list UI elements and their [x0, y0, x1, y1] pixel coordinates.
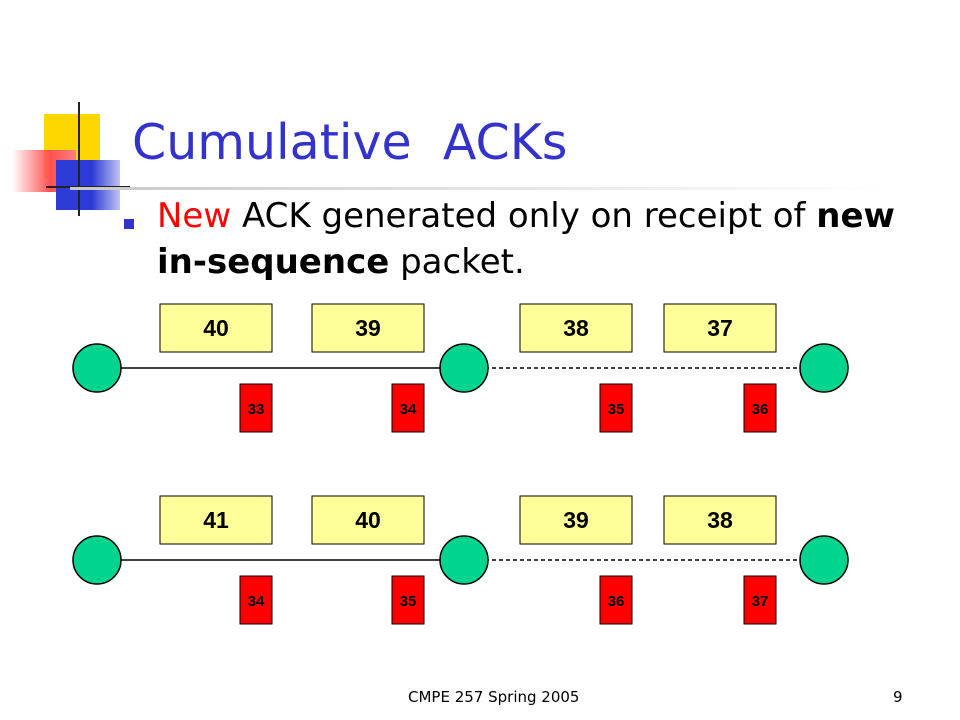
row-1-ack-box-4	[743, 383, 777, 433]
row-1-ack-label-3: 35	[608, 401, 625, 418]
row-2-packet-box-3	[519, 495, 633, 545]
row-2-ack-box-1	[239, 575, 273, 625]
row-1-packet-box-1	[159, 303, 273, 353]
row-2-node-3	[799, 535, 849, 585]
row-2-node-1	[72, 535, 122, 585]
row-2-packet-box-4	[663, 495, 777, 545]
row-2-packet-label-1: 41	[203, 507, 229, 533]
title-underline	[70, 187, 890, 190]
logo-blue-fade	[92, 160, 132, 210]
row-2-ack-label-4: 37	[752, 593, 769, 610]
row-1-ack-label-2: 34	[400, 401, 417, 418]
row-2-packet-box-2	[311, 495, 425, 545]
row-1-ack-label-4: 36	[752, 401, 769, 418]
row-1-ack-box-2	[391, 383, 425, 433]
footer-page-number: 9	[893, 688, 903, 706]
row-1-packet-label-1: 40	[203, 315, 229, 341]
row-1-packet-label-3: 38	[563, 315, 589, 341]
row-1-ack-label-1: 33	[248, 401, 265, 418]
row-1-node-3	[799, 343, 849, 393]
bullet-text: New ACK generated only on receipt of new…	[157, 193, 917, 285]
row-2-ack-box-2	[391, 575, 425, 625]
logo-vertical-line	[78, 102, 80, 216]
row-2-ack-label-3: 36	[608, 593, 625, 610]
row-2-packet-label-2: 40	[355, 507, 381, 533]
row-1-node-2	[439, 343, 489, 393]
row-2-ack-box-3	[599, 575, 633, 625]
row-1-packet-label-2: 39	[355, 315, 381, 341]
bullet-red-word: New	[157, 196, 232, 236]
row-2-packet-label-4: 38	[707, 507, 733, 533]
row-2-ack-box-4	[743, 575, 777, 625]
bullet-bold-phrase: new in-sequence	[157, 196, 895, 282]
row-2-packet-label-3: 39	[563, 507, 589, 533]
bullet-text-part-1: ACK generated only on receipt of	[231, 196, 817, 236]
row-1-ack-box-1	[239, 383, 273, 433]
row-1-node-1	[72, 343, 122, 393]
bullet-text-part-2: packet.	[389, 242, 525, 282]
row-2-node-2	[439, 535, 489, 585]
slide-title: Cumulative ACKs	[132, 114, 568, 171]
bullet-square-icon	[124, 219, 134, 229]
row-2-ack-label-2: 35	[400, 593, 417, 610]
row-1-packet-box-4	[663, 303, 777, 353]
row-1-packet-box-2	[311, 303, 425, 353]
footer-course: CMPE 257 Spring 2005	[408, 688, 580, 706]
row-1-packet-label-4: 37	[707, 315, 733, 341]
row-1-packet-box-3	[519, 303, 633, 353]
row-2-packet-box-1	[159, 495, 273, 545]
row-1-ack-box-3	[599, 383, 633, 433]
row-2-ack-label-1: 34	[248, 593, 265, 610]
